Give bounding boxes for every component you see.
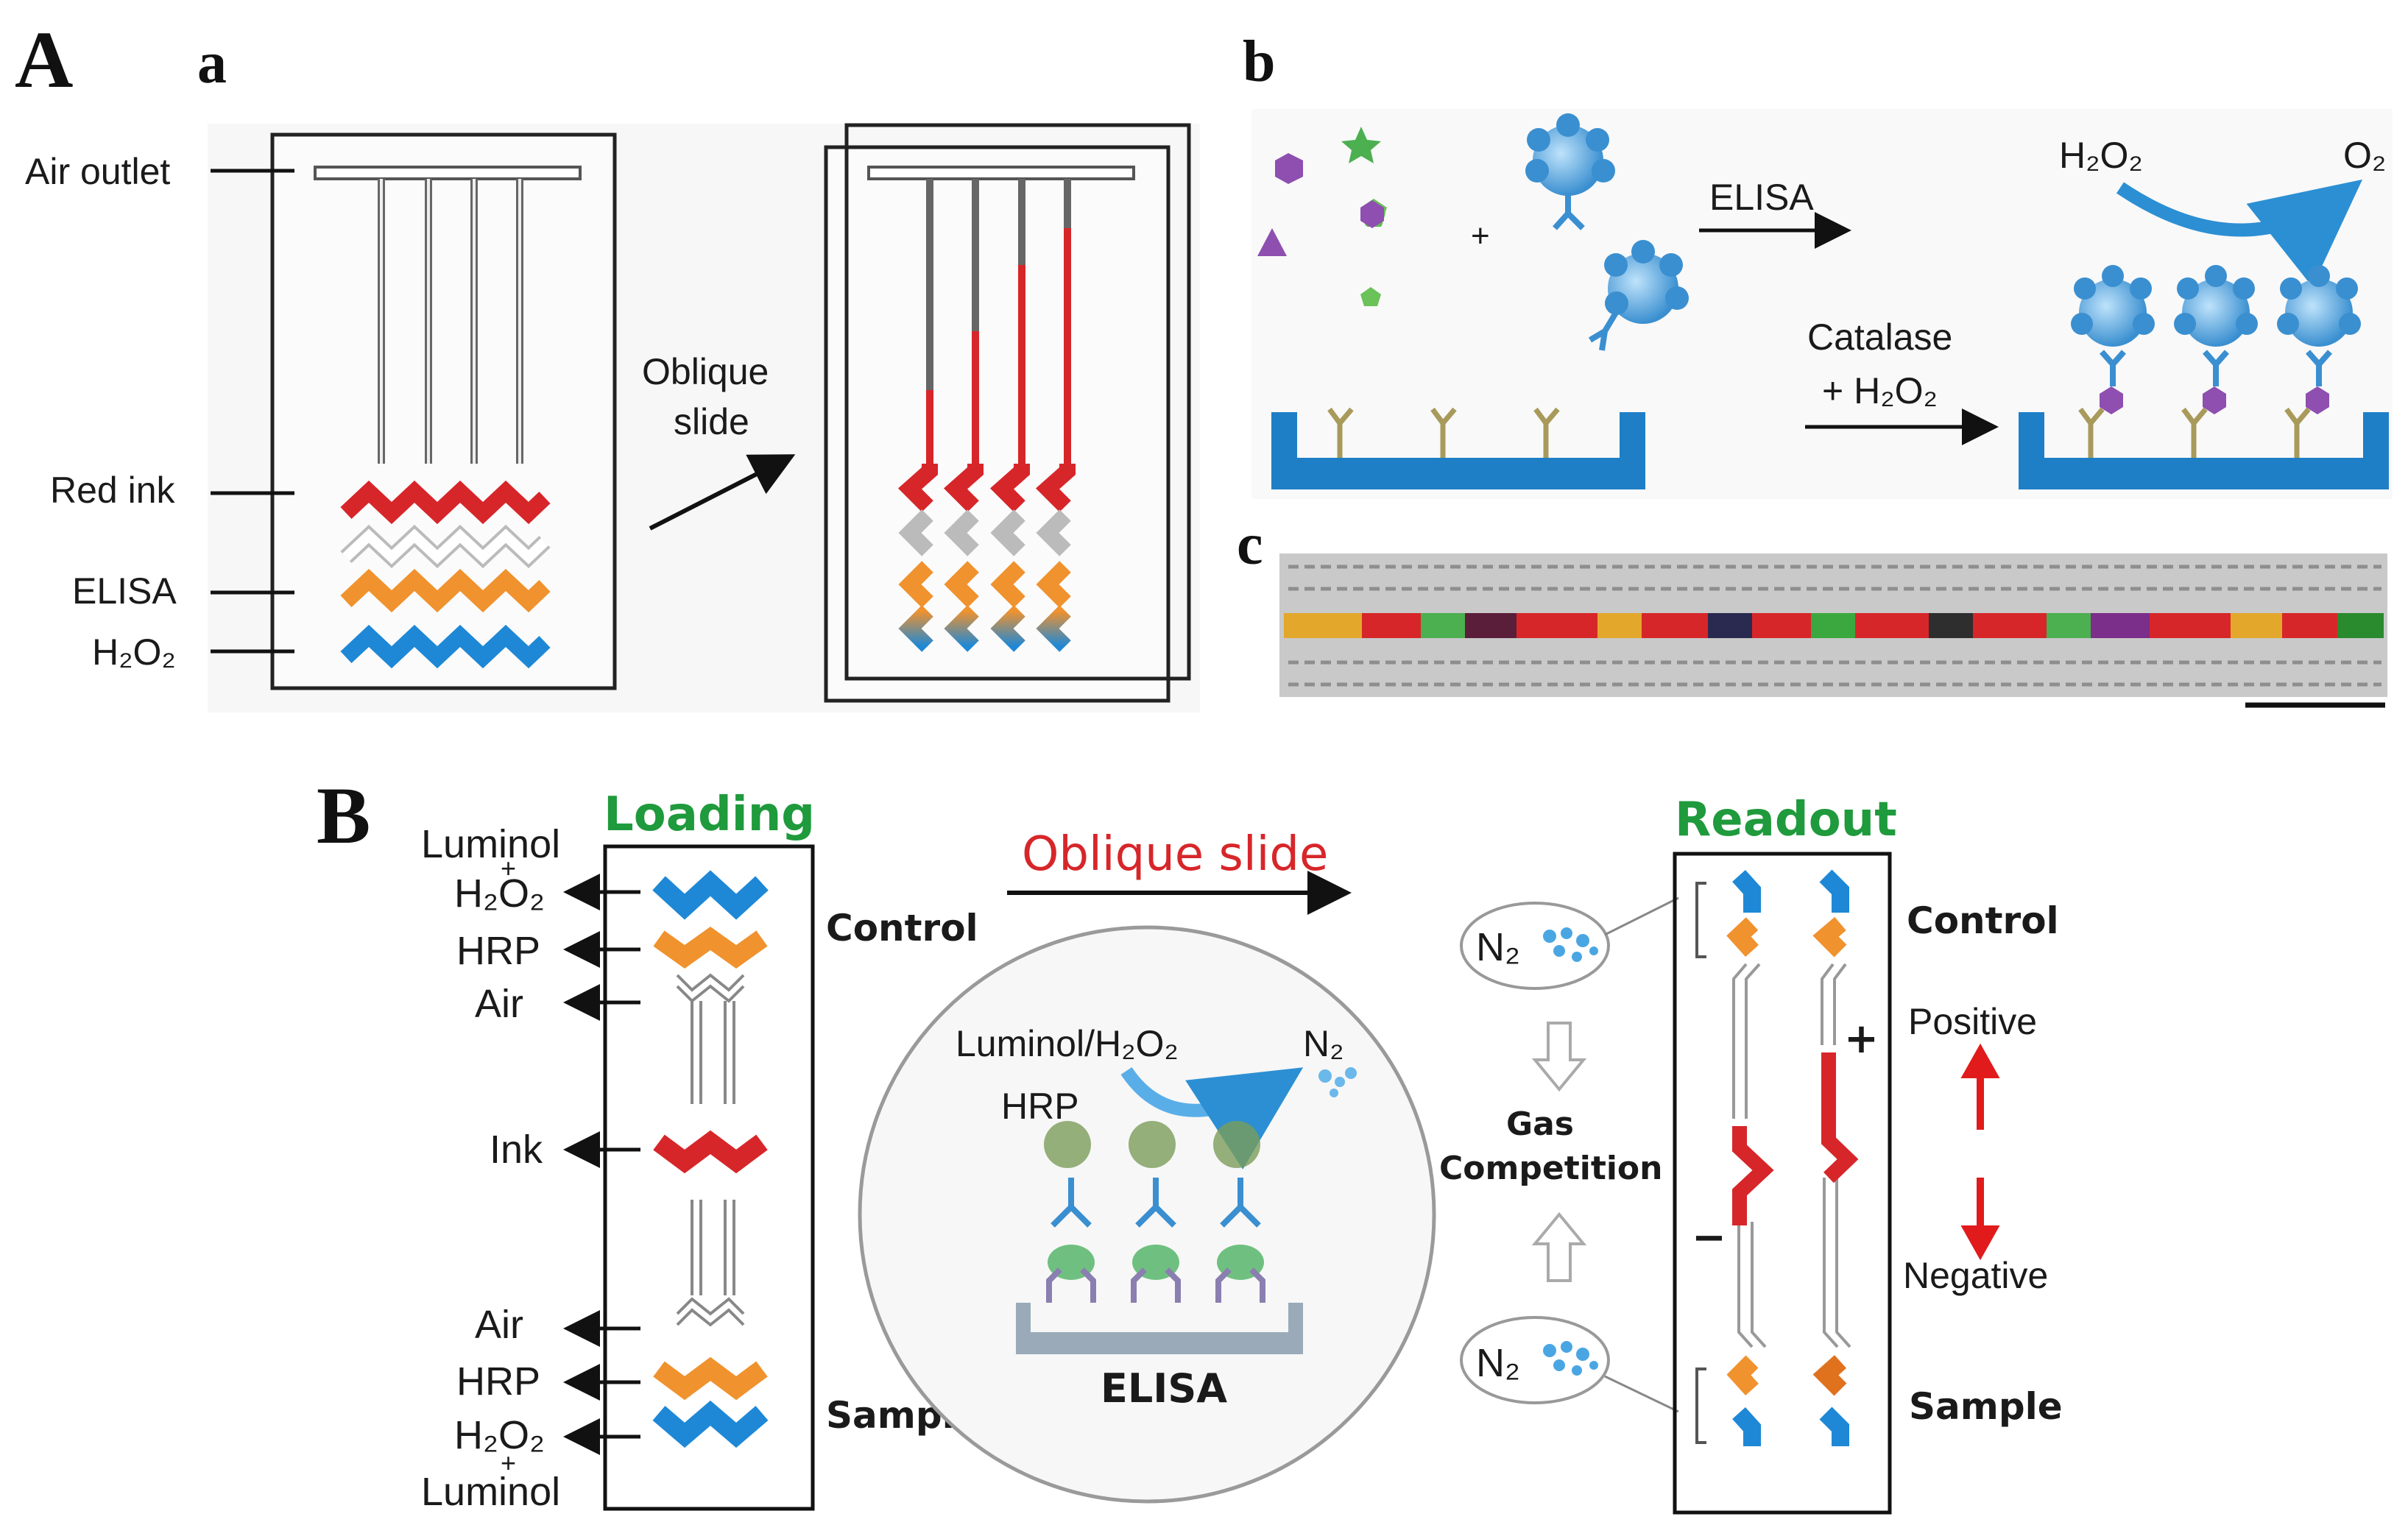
antigens-elisa bbox=[1048, 1245, 1264, 1280]
label-hrp-top: HRP bbox=[456, 929, 540, 973]
gas-arrow-down bbox=[1531, 1022, 1587, 1092]
label-oblique: Oblique bbox=[642, 351, 769, 392]
label-luminol-h2o2: Luminol/H₂O₂ bbox=[956, 1023, 1179, 1064]
label-h2o2-bottom: H₂O₂ bbox=[454, 1413, 545, 1457]
panel-letter-c: c bbox=[1237, 512, 1263, 577]
label-h2o2: H₂O₂ bbox=[92, 631, 176, 673]
label-plus-top: + bbox=[501, 853, 516, 883]
readout-ink bbox=[1732, 1052, 1859, 1225]
oblique-slide-arrow bbox=[649, 454, 796, 531]
readout-air-channels bbox=[1732, 963, 1851, 1348]
label-elisa-b: ELISA bbox=[1709, 177, 1814, 218]
label-negative: Negative bbox=[1903, 1255, 2048, 1296]
hrp-reaction-arrow bbox=[1120, 1066, 1304, 1170]
oblique-slide-title: Oblique slide bbox=[1022, 827, 1328, 882]
label-plus-bottom: + bbox=[501, 1448, 516, 1478]
panel-letter-B: B bbox=[317, 771, 370, 860]
panel-letter-b: b bbox=[1243, 29, 1276, 94]
label-air-bottom: Air bbox=[475, 1303, 523, 1347]
label-slide: slide bbox=[674, 401, 749, 442]
label-air-outlet: Air outlet bbox=[25, 151, 170, 192]
label-catalase: Catalase bbox=[1807, 316, 1952, 358]
elisa-plate-B bbox=[1016, 1303, 1303, 1354]
sandwich-complexes bbox=[2071, 265, 2361, 458]
air-outlet-channel-after bbox=[867, 166, 1135, 180]
loading-chip-air-channels bbox=[676, 973, 745, 1327]
chip-after-channels bbox=[926, 179, 1071, 390]
label-ink: Ink bbox=[490, 1128, 543, 1172]
label-h2o2-top: H₂O₂ bbox=[454, 871, 545, 916]
n2-callout-top bbox=[1460, 902, 1610, 990]
callout-leader-bottom bbox=[1604, 1375, 1679, 1413]
loading-left-labels: Luminol + H₂O₂ HRP Air Ink Air HRP H₂O₂ … bbox=[421, 822, 560, 1514]
plate-right bbox=[2019, 412, 2389, 489]
label-n2-bottom: N₂ bbox=[1476, 1341, 1520, 1385]
label-hrp-bottom: HRP bbox=[456, 1359, 540, 1404]
antigen-shapes bbox=[1257, 127, 1387, 306]
h2o2-zigzag bbox=[340, 624, 551, 669]
label-competition: Competition bbox=[1439, 1150, 1663, 1187]
catalase-conjugate-2 bbox=[1588, 240, 1689, 351]
label-luminol-bottom: Luminol bbox=[421, 1470, 560, 1514]
detection-antibodies bbox=[1051, 1178, 1261, 1228]
readout-title: Readout bbox=[1675, 793, 1897, 847]
label-red-ink: Red ink bbox=[50, 470, 176, 511]
chip-after-front bbox=[844, 123, 1191, 681]
readout-slugs bbox=[1726, 869, 1849, 1446]
negative-arrow bbox=[1960, 1178, 2000, 1261]
label-hrp-circle: HRP bbox=[1001, 1086, 1079, 1127]
gas-arrow-up bbox=[1531, 1211, 1587, 1282]
label-n2-top: N₂ bbox=[1476, 925, 1520, 969]
sheared-zigzags bbox=[897, 464, 1076, 652]
loading-chip bbox=[603, 844, 815, 1511]
air-outlet-channel bbox=[314, 166, 582, 180]
label-positive: Positive bbox=[1908, 1001, 2037, 1042]
label-gas: Gas bbox=[1506, 1105, 1574, 1143]
callout-leader-top bbox=[1604, 896, 1679, 936]
n2-callout-bottom bbox=[1460, 1316, 1610, 1404]
capture-antibodies-B bbox=[1046, 1267, 1265, 1303]
plate-left bbox=[1271, 412, 1645, 489]
loading-title: Loading bbox=[604, 788, 815, 842]
loading-label-arrows bbox=[563, 874, 640, 1455]
bracket-top bbox=[1695, 882, 1706, 958]
ink-advanced-channels bbox=[926, 228, 1071, 464]
hrp-enzymes bbox=[1044, 1121, 1260, 1168]
plus-indicator: + bbox=[1844, 1015, 1879, 1063]
label-o2-b: O₂ bbox=[2343, 135, 2386, 176]
label-control-right: Control bbox=[1907, 899, 2059, 942]
label-luminol-top: Luminol bbox=[421, 822, 560, 866]
label-sample-right: Sample bbox=[1909, 1385, 2063, 1428]
panel-letter-A: A bbox=[15, 15, 73, 105]
chip-after-back bbox=[824, 145, 1171, 703]
minus-indicator: − bbox=[1692, 1214, 1726, 1262]
panel-letter-a: a bbox=[197, 31, 227, 96]
n2-bubbles-top bbox=[1543, 927, 1598, 962]
label-h2o2-b: H₂O₂ bbox=[2059, 135, 2143, 176]
catalase-reaction-arrow bbox=[2116, 179, 2363, 287]
elisa-zigzag bbox=[340, 568, 551, 613]
label-elisa-circle: ELISA bbox=[1101, 1365, 1227, 1412]
positive-arrow bbox=[1960, 1043, 2000, 1130]
n2-bubbles-bottom bbox=[1543, 1341, 1598, 1376]
label-n2-circle: N₂ bbox=[1303, 1023, 1344, 1064]
label-air-top: Air bbox=[475, 982, 523, 1026]
loading-chip-slugs bbox=[652, 870, 769, 1448]
catalase-conjugate-1 bbox=[1525, 113, 1615, 230]
plus-sign-b: + bbox=[1471, 218, 1490, 254]
bracket-bottom bbox=[1695, 1367, 1706, 1444]
capture-antibodies-left bbox=[1327, 407, 1560, 458]
n2-bubbles-circle bbox=[1318, 1067, 1357, 1097]
label-control-left: Control bbox=[826, 907, 978, 949]
label-plus-h2o2-b: + H₂O₂ bbox=[1822, 370, 1938, 411]
red-ink-zigzag bbox=[340, 480, 551, 525]
label-elisa: ELISA bbox=[72, 570, 177, 612]
readout-chip bbox=[1673, 852, 1892, 1515]
